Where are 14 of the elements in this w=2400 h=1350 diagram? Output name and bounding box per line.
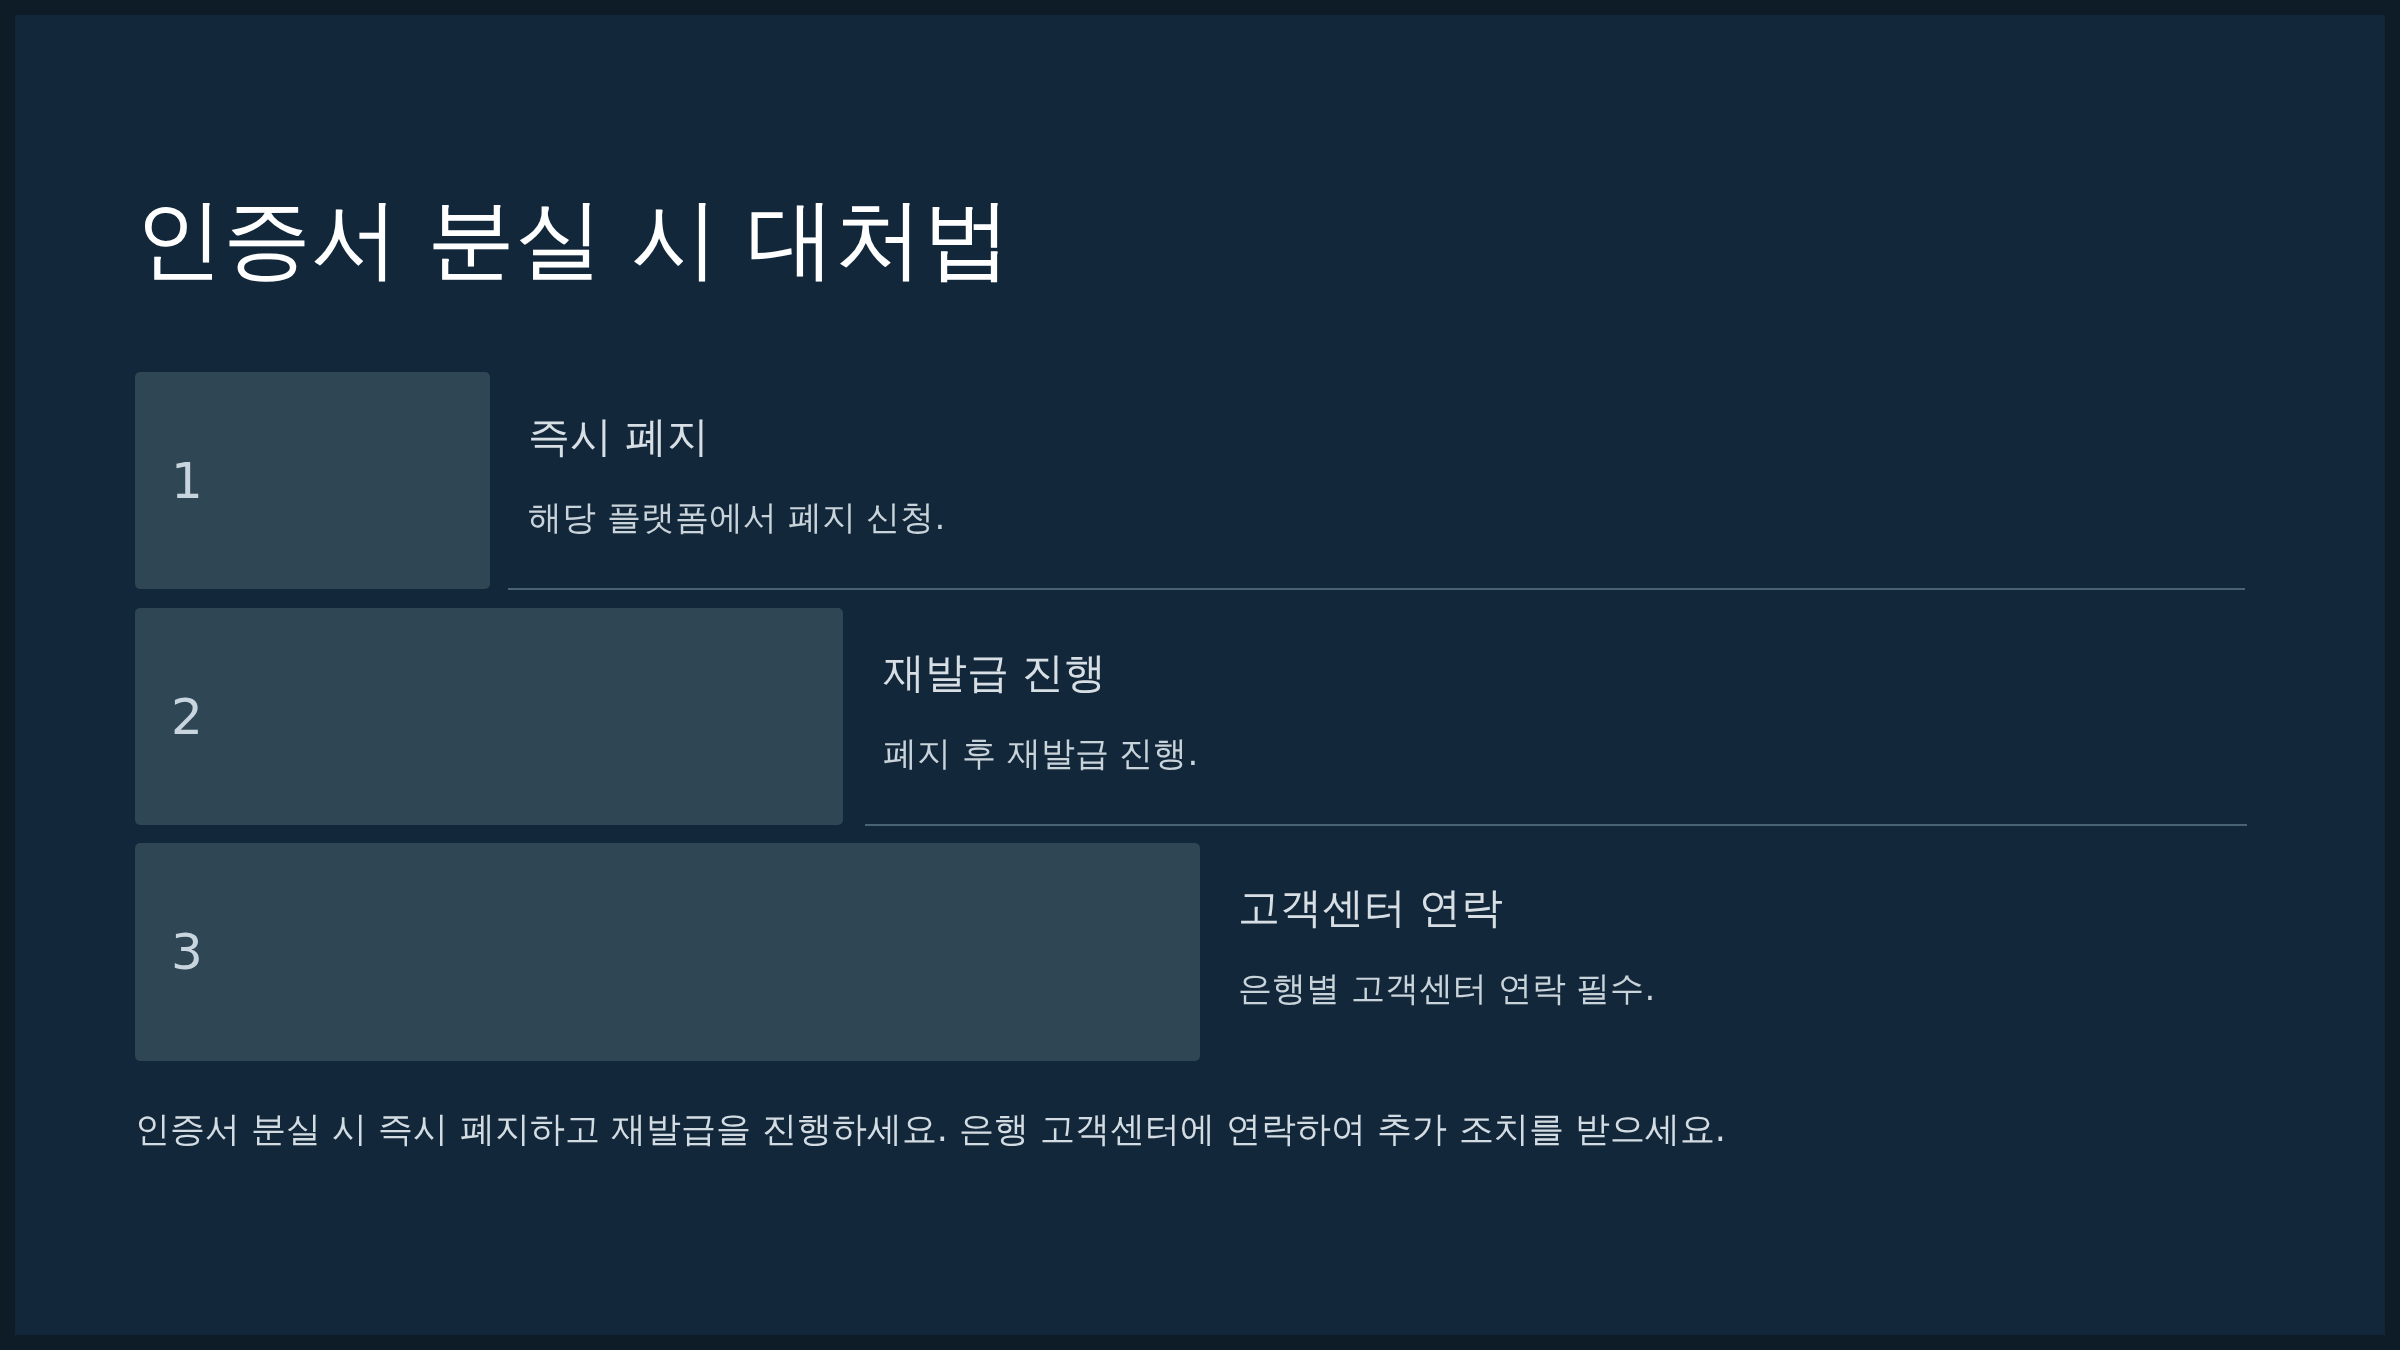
- slide-title: 인증서 분실 시 대처법: [135, 186, 1011, 292]
- step-panel: [135, 608, 843, 825]
- step-panel: [135, 372, 490, 589]
- step-heading: 고객센터 연락: [1238, 883, 1504, 934]
- step-number: 1: [171, 455, 203, 506]
- summary-text: 인증서 분실 시 즉시 폐지하고 재발급을 진행하세요. 은행 고객센터에 연락하여 추가 조치를 받으세요.: [135, 1108, 1726, 1150]
- step-description: 은행별 고객센터 연락 필수.: [1238, 968, 1656, 1009]
- step-heading: 재발급 진행: [883, 648, 1107, 699]
- step-heading: 즉시 폐지: [528, 412, 710, 463]
- step-number: 3: [171, 927, 203, 977]
- step-description: 폐지 후 재발급 진행.: [883, 733, 1199, 774]
- step-description: 해당 플랫폼에서 폐지 신청.: [528, 497, 946, 538]
- step-number: 2: [171, 691, 203, 742]
- step-panel: [135, 843, 1200, 1061]
